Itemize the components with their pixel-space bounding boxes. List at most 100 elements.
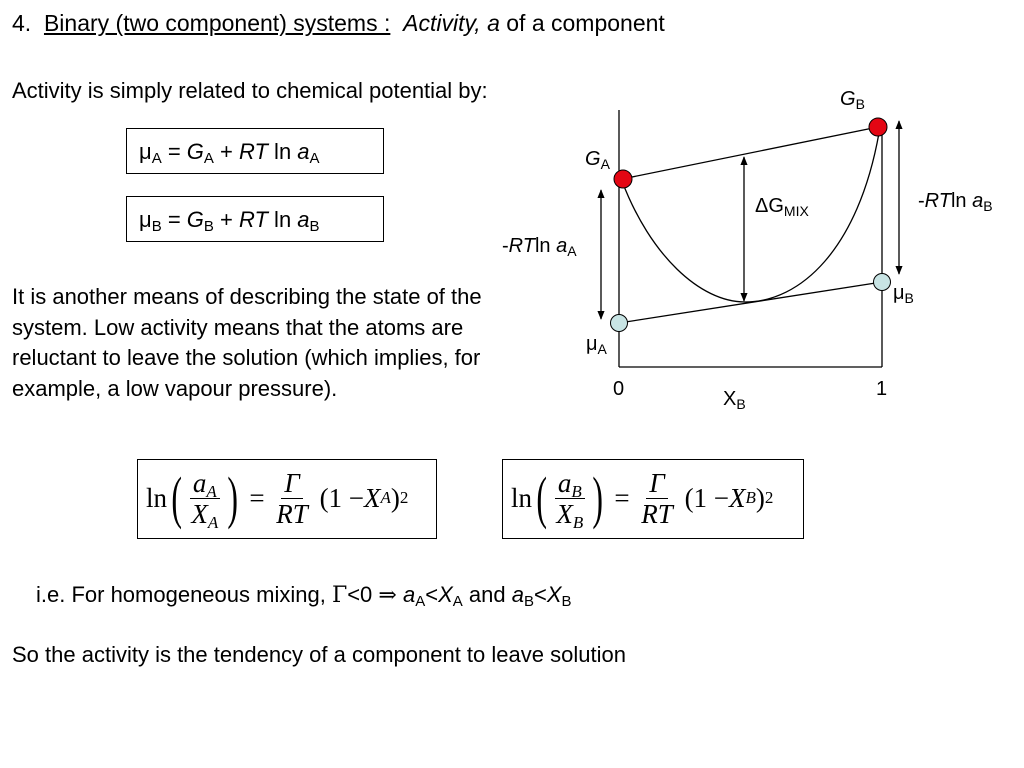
label-rtb-ln: ln [950, 190, 973, 212]
ie-and: and [462, 582, 512, 607]
label-g-b: GB [840, 88, 865, 111]
formula-a-paren-open: (1 − [319, 482, 365, 513]
gibbs-curve [621, 132, 880, 303]
eq-a-ln: ln [267, 139, 298, 164]
formula-b-ln: ln [511, 482, 533, 513]
formula-a-num-sub: A [206, 481, 217, 501]
formula-b-gamma: Γ [646, 468, 668, 499]
formula-a-paren-close: ) [390, 482, 400, 513]
equation-b: μB = GB + RT ln aB [139, 207, 320, 235]
label-g-b-main: G [840, 88, 856, 110]
eq-a-mu-sub: A [151, 150, 162, 167]
label-rtb-rt: RT [924, 190, 951, 212]
ie-lt2: < [534, 582, 547, 607]
formula-a-den: X [191, 498, 208, 529]
label-rt-ln-aa: -RTln aA [502, 235, 577, 258]
point-g-a [613, 169, 633, 189]
label-g-b-sub: B [855, 96, 865, 112]
formula-a-rt: RT [276, 498, 308, 529]
eq-a-a-sub: A [309, 150, 320, 167]
formula-b-rt: RT [641, 498, 673, 529]
eq-a-g: G [186, 139, 204, 164]
label-mu-b: μB [893, 282, 914, 305]
label-mu-b-main: μ [893, 282, 905, 304]
mixing-condition-line: i.e. For homogeneous mixing, Γ<0 ⇒ aA<XA… [36, 582, 572, 610]
pure-g-line [621, 126, 879, 180]
ie-x2-sub: B [561, 593, 572, 610]
ie-cond: <0 [347, 582, 379, 607]
eq-b-equals: = [161, 207, 187, 232]
formula-a-x: X [364, 482, 381, 513]
x-axis-label-sub: B [736, 396, 746, 412]
formula-b-den-sub: B [572, 512, 584, 532]
tangent-line [618, 281, 883, 324]
eq-a-rt: RT [239, 139, 268, 164]
formula-b-paren-close: ) [755, 482, 765, 513]
title-number: 4. [12, 10, 32, 36]
eq-a-mu: μ [139, 139, 152, 164]
ie-x1-sub: A [452, 593, 463, 610]
intro-text: Activity is simply related to chemical p… [12, 78, 488, 103]
eq-b-ln: ln [267, 207, 298, 232]
equation-a-box: μA = GA + RT ln aA [126, 128, 384, 174]
title-underlined: Binary (two component) systems : [43, 10, 391, 36]
tick-0: 0 [613, 378, 625, 400]
description-paragraph: It is another means of describing the st… [12, 284, 482, 401]
eq-a-a: a [297, 139, 310, 164]
formula-b-paren-open: (1 − [684, 482, 730, 513]
label-mu-a-sub: A [597, 341, 607, 357]
ie-a2-sub: B [523, 593, 534, 610]
label-mu-b-sub: B [904, 290, 914, 306]
formula-a-eq: = [249, 482, 265, 513]
label-g-a-main: G [585, 148, 601, 170]
label-rta-rt: RT [508, 235, 535, 257]
ie-a1: a [402, 582, 416, 607]
label-delta-g-main: ΔG [755, 195, 784, 217]
eq-b-mu-sub: B [151, 218, 162, 235]
label-rtb-a: a [972, 190, 984, 212]
slide-title: 4. Binary (two component) systems : Acti… [12, 10, 665, 37]
label-rt-ln-ab: -RTln aB [918, 190, 993, 213]
eq-b-g-sub: B [203, 218, 214, 235]
label-rta-sub: A [567, 243, 577, 259]
formula-b-x: X [729, 482, 746, 513]
formula-a-num: a [192, 467, 207, 498]
tick-1: 1 [876, 378, 888, 400]
equation-a: μA = GA + RT ln aA [139, 139, 320, 167]
eq-b-a-sub: B [309, 218, 320, 235]
ie-gamma: Γ [331, 583, 348, 608]
label-rta-a: a [556, 235, 568, 257]
eq-a-plus: + [213, 139, 239, 164]
eq-b-g: G [186, 207, 204, 232]
title-italic: Activity, a [403, 10, 500, 36]
formula-b-eq: = [614, 482, 630, 513]
equation-b-box: μB = GB + RT ln aB [126, 196, 384, 242]
eq-b-plus: + [213, 207, 239, 232]
label-g-a: GA [585, 148, 610, 171]
formula-a-den-sub: A [207, 512, 219, 532]
title-rest: of a component [506, 10, 665, 36]
eq-b-rt: RT [239, 207, 268, 232]
label-mu-a: μA [586, 333, 607, 356]
formula-b-num: a [557, 467, 572, 498]
label-rtb-dash: - [918, 190, 925, 212]
ie-x1: X [438, 582, 453, 607]
label-rta-dash: - [502, 235, 509, 257]
x-axis-label-main: X [723, 388, 737, 410]
point-g-b [868, 117, 888, 137]
ie-a1-sub: A [415, 593, 426, 610]
point-mu-b [873, 273, 891, 291]
ie-prefix: i.e. For homogeneous mixing, [36, 582, 332, 607]
eq-a-equals: = [161, 139, 187, 164]
formula-b-num-sub: B [571, 481, 582, 501]
label-delta-g-sub: MIX [783, 203, 809, 219]
eq-a-g-sub: A [203, 150, 214, 167]
label-g-a-sub: A [600, 156, 610, 172]
x-axis-label: XB [723, 388, 746, 411]
point-mu-a [610, 314, 628, 332]
